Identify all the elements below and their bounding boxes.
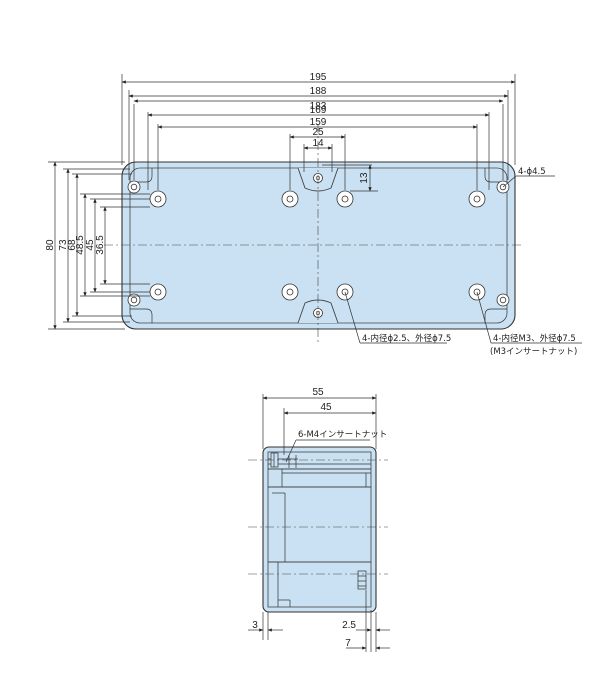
dim-183: 183	[310, 101, 327, 112]
callout-insert-note: (M3インサートナット)	[490, 347, 577, 357]
dim-13: 13	[359, 172, 370, 184]
inner-hole	[281, 283, 299, 301]
lid-band	[267, 451, 372, 470]
dim-45-side: 45	[320, 402, 332, 413]
corner-boss-tr	[484, 168, 507, 183]
inner-hole	[468, 190, 486, 208]
dim-2-5: 2.5	[342, 620, 356, 631]
leader-insert-holes	[476, 291, 492, 344]
inner-hole	[281, 190, 299, 208]
leader-insert-nut	[285, 439, 297, 463]
inner-hole	[149, 190, 167, 208]
callout-outer-holes: 4-ϕ4.5	[518, 167, 546, 177]
body-lower	[267, 561, 372, 608]
corner-boss-bl	[130, 308, 153, 323]
dim-7: 7	[345, 638, 351, 649]
callout-insert-nut: 6-M4インサートナット	[298, 430, 387, 440]
inner-hole	[149, 283, 167, 301]
callout-inner-holes: 4-内径ϕ2.5、外径ϕ7.5	[362, 333, 451, 344]
dim-188: 188	[310, 86, 327, 97]
dim-169: 169	[310, 105, 327, 116]
dim-14: 14	[312, 138, 324, 149]
corner-hole	[127, 180, 141, 194]
corner-hole	[127, 293, 141, 307]
dim-36-5: 36.5	[95, 235, 106, 255]
dim-48-5: 48.5	[75, 235, 86, 255]
corner-boss-br	[484, 308, 507, 323]
inner-hole	[336, 190, 354, 208]
enclosure-outline-side	[262, 446, 377, 613]
dim-73: 73	[58, 239, 69, 251]
height-dimensions	[48, 161, 378, 330]
side-view: 55 45 6-M4インサートナット 3 2.5 7	[248, 387, 390, 652]
dim-159: 159	[310, 117, 327, 128]
width-dimensions	[121, 74, 516, 190]
corner-hole	[496, 293, 510, 307]
dim-80: 80	[45, 239, 56, 251]
top-view: 195 188 183 169 159 25 14	[45, 72, 582, 357]
leader-outer-hole	[502, 175, 517, 188]
dim-45: 45	[85, 239, 96, 251]
enclosure-outline-top	[121, 161, 516, 330]
callout-insert-holes: 4-内径M3、外径ϕ7.5	[493, 333, 576, 344]
dim-3: 3	[252, 620, 258, 631]
dim-55: 55	[312, 387, 324, 398]
boss-detail	[357, 570, 367, 590]
dim-68: 68	[67, 239, 78, 251]
dim-25: 25	[312, 127, 324, 138]
corner-boss-tl	[130, 168, 153, 183]
leader-inner-holes	[344, 291, 361, 344]
dim-195: 195	[310, 72, 327, 83]
